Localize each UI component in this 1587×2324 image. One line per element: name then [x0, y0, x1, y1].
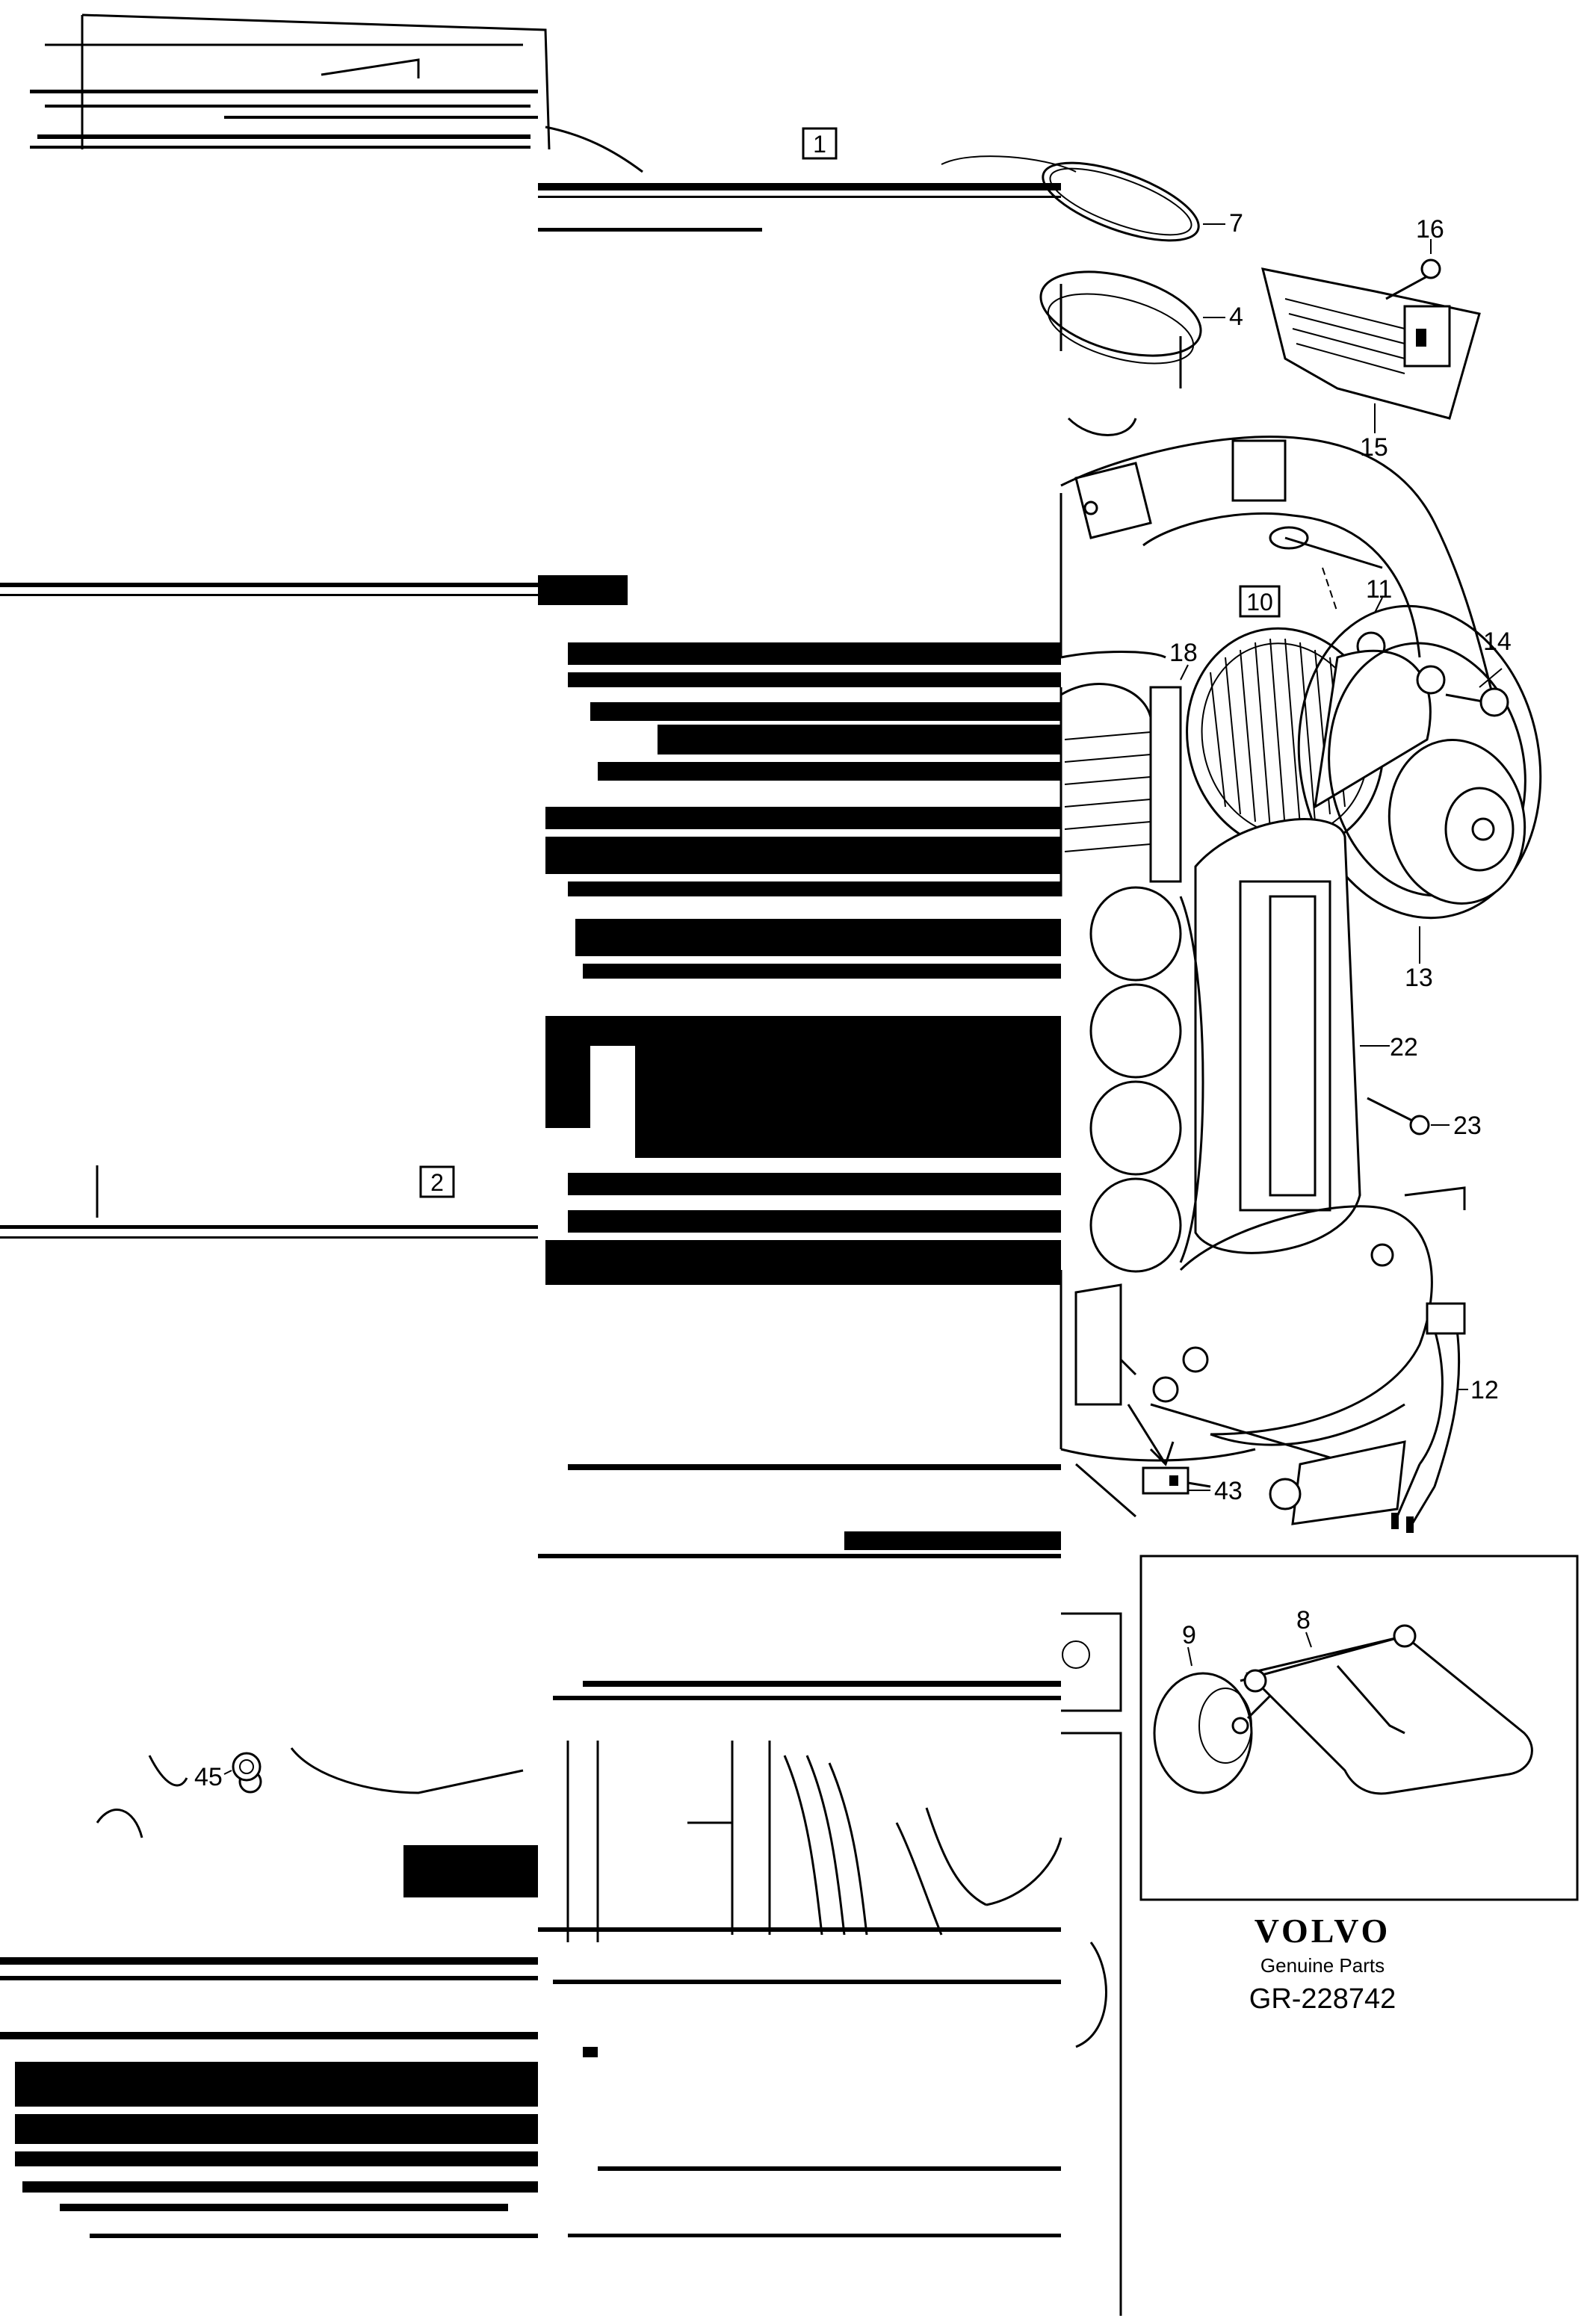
box-label-2: 2	[419, 1165, 455, 1198]
blower-assembly-drawing: 10	[223, 155, 1542, 1782]
callout-43: 43	[1214, 1477, 1243, 1505]
callout-22: 22	[1390, 1033, 1418, 1062]
callout-14: 14	[1483, 628, 1512, 656]
callout-45: 45	[194, 1763, 223, 1791]
box-label-1: 1	[802, 127, 838, 160]
inset-detail-box: 8 9	[1139, 1555, 1579, 1901]
callout-9: 9	[1182, 1621, 1196, 1649]
callout-4: 4	[1229, 303, 1243, 331]
callout-18: 18	[1169, 639, 1198, 667]
callout-8: 8	[1296, 1606, 1311, 1634]
callout-12: 12	[1470, 1376, 1499, 1404]
svg-text:1: 1	[813, 131, 826, 158]
callout-23: 23	[1453, 1112, 1482, 1140]
callout-15: 15	[1360, 433, 1388, 462]
callout-11: 11	[1366, 575, 1392, 604]
diagram-code: GR-228742	[1249, 1983, 1396, 2015]
brand-logo: VOLVO	[1255, 1912, 1391, 1950]
duct-outlets	[1089, 886, 1204, 1273]
callouts: 7 4 16 15 11 14 18 13 22 23 12 43 45	[194, 209, 1512, 1791]
footer-branding: VOLVO Genuine Parts GR-228742	[1249, 1912, 1396, 2015]
callout-16: 16	[1416, 215, 1444, 244]
callout-13: 13	[1405, 964, 1433, 992]
svg-text:2: 2	[430, 1169, 444, 1196]
brand-subtitle: Genuine Parts	[1260, 1954, 1385, 1977]
scan-artifact-left	[0, 13, 1122, 2316]
svg-text:10: 10	[1246, 589, 1273, 616]
callout-7: 7	[1229, 209, 1243, 238]
